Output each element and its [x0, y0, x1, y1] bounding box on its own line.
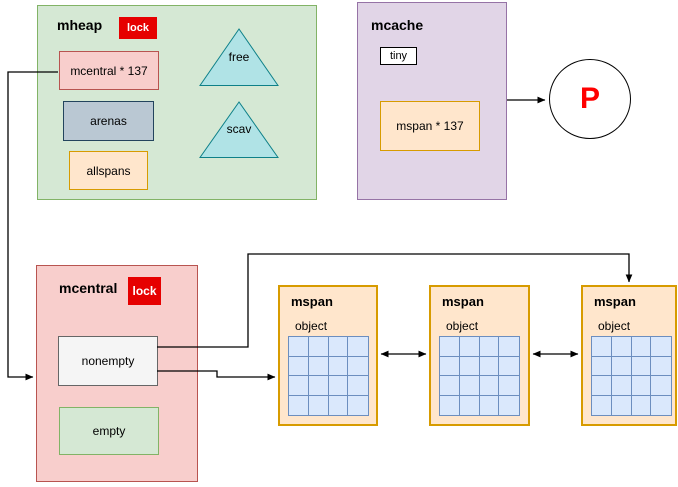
object-cell — [308, 356, 329, 376]
object-grid — [591, 336, 672, 416]
object-cell — [611, 337, 632, 357]
object-cell — [480, 395, 500, 415]
object-cell — [440, 395, 460, 415]
object-cell — [289, 337, 309, 357]
object-cell — [592, 395, 612, 415]
object-cell — [309, 395, 329, 415]
object-cell — [479, 337, 500, 357]
object-cell — [459, 356, 480, 376]
nonempty-box: nonempty — [58, 336, 158, 386]
object-cell — [289, 356, 309, 376]
object-cell — [329, 395, 349, 415]
object-cell — [611, 356, 632, 376]
object-cell — [440, 376, 460, 396]
object-cell — [651, 357, 671, 376]
mheap-container: mheap lock mcentral * 137 arenas allspan… — [37, 5, 317, 200]
object-grid — [288, 336, 369, 416]
object-label: object — [446, 319, 479, 333]
object-cell — [328, 356, 349, 376]
object-cell — [592, 376, 612, 396]
tiny-box: tiny — [380, 47, 417, 65]
mcentral-title: mcentral — [59, 280, 118, 296]
mheap-title: mheap — [57, 17, 103, 33]
object-cell — [440, 337, 460, 357]
scav-triangle-label: scav — [226, 122, 252, 136]
object-cell — [289, 376, 309, 396]
scav-triangle: scav — [199, 101, 279, 159]
mspan-node-3: mspan object — [581, 285, 677, 426]
mcache-container: mcache tiny mspan * 137 — [357, 2, 507, 200]
arenas-box: arenas — [63, 101, 154, 141]
object-cell — [440, 356, 460, 376]
free-triangle-shape — [199, 28, 279, 86]
object-cell — [612, 395, 632, 415]
object-cell — [328, 376, 349, 396]
mspan-title: mspan — [291, 294, 333, 309]
object-cell — [348, 396, 368, 416]
object-cell — [499, 396, 519, 416]
object-cell — [348, 337, 368, 357]
object-label: object — [598, 319, 631, 333]
object-cell — [651, 337, 671, 357]
object-cell — [499, 376, 519, 396]
object-cell — [499, 337, 519, 357]
object-cell — [631, 356, 652, 376]
object-cell — [308, 376, 329, 396]
object-cell — [651, 376, 671, 396]
object-cell — [651, 396, 671, 416]
mspan-title: mspan — [594, 294, 636, 309]
object-cell — [328, 337, 349, 357]
free-triangle-label: free — [228, 50, 250, 64]
mcentral-container: mcentral lock nonempty empty — [36, 265, 198, 482]
free-triangle: free — [199, 28, 279, 87]
mcache-title: mcache — [371, 17, 424, 33]
object-cell — [592, 337, 612, 357]
object-cell — [459, 376, 480, 396]
allspans-box: allspans — [69, 151, 148, 190]
object-cell — [289, 395, 309, 415]
object-cell — [632, 395, 652, 415]
object-cell — [348, 376, 368, 396]
mspan-title: mspan — [442, 294, 484, 309]
object-cell — [611, 376, 632, 396]
mspan-node-1: mspan object — [278, 285, 378, 426]
object-grid — [439, 336, 520, 416]
p-label: P — [579, 82, 600, 115]
p-circle: P — [549, 59, 631, 139]
object-cell — [479, 376, 500, 396]
mcentral-array-box: mcentral * 137 — [59, 51, 159, 90]
scav-triangle-shape — [199, 101, 279, 158]
object-cell — [631, 337, 652, 357]
mheap-lock-badge: lock — [119, 17, 157, 39]
empty-box: empty — [59, 407, 159, 455]
object-cell — [460, 395, 480, 415]
object-cell — [308, 337, 329, 357]
object-cell — [348, 357, 368, 376]
object-cell — [499, 357, 519, 376]
mcentral-lock-badge: lock — [128, 277, 161, 305]
object-cell — [592, 356, 612, 376]
nonempty-to-mspan3-connector — [157, 253, 633, 348]
object-label: object — [295, 319, 328, 333]
object-cell — [631, 376, 652, 396]
object-cell — [479, 356, 500, 376]
object-cell — [459, 337, 480, 357]
mspan-node-2: mspan object — [429, 285, 530, 426]
mspan-array-box: mspan * 137 — [380, 101, 480, 151]
